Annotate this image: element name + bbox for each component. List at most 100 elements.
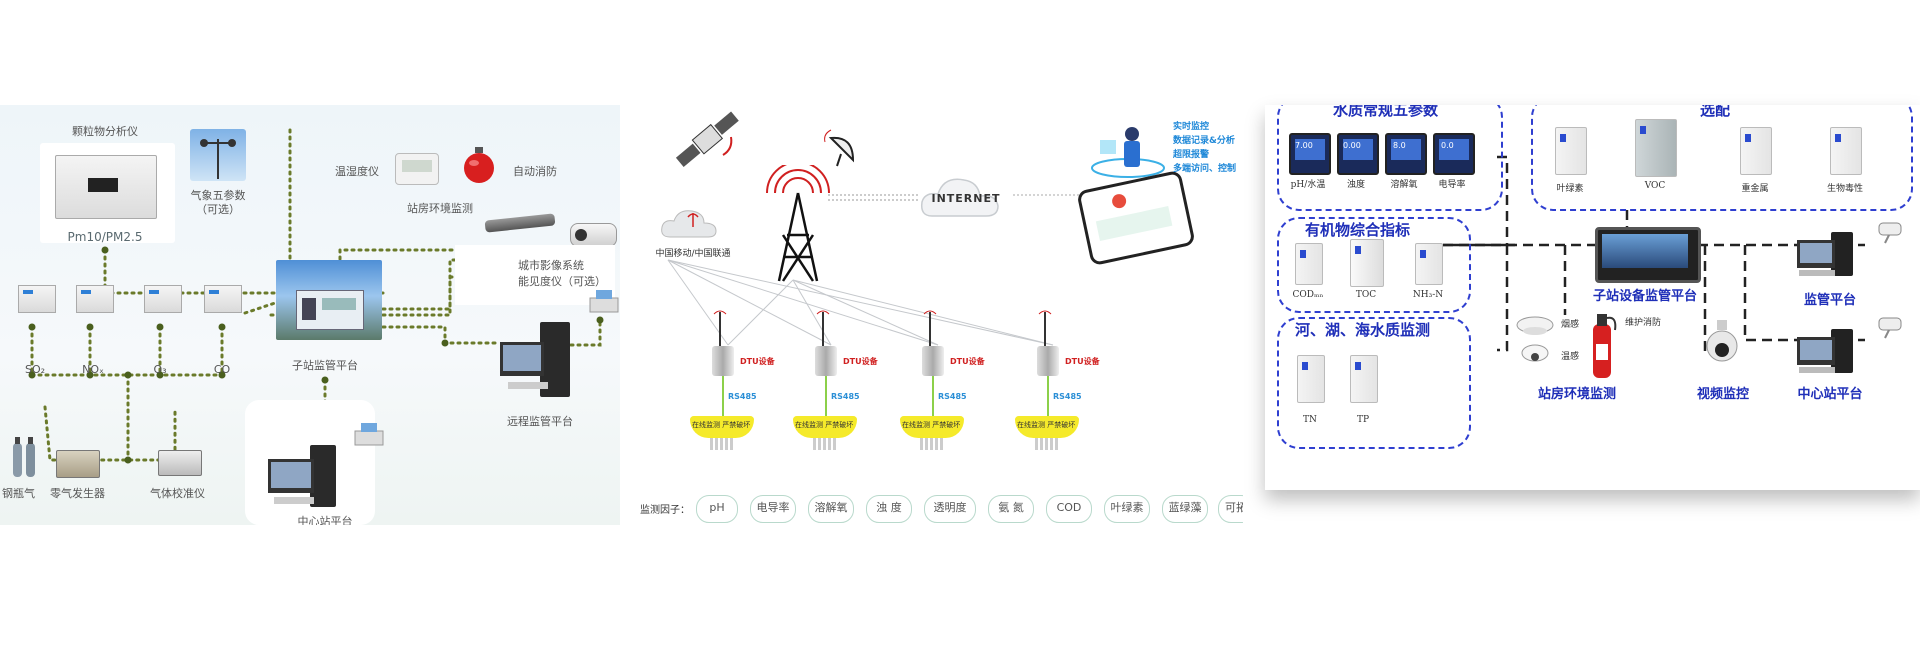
group2-item: VOC [1644,181,1666,191]
tn-analyzer-icon [1297,355,1325,403]
network-wires [667,194,1088,346]
factor-pill: 蓝绿藻 [1162,495,1208,523]
center-printer-icon [353,423,385,449]
weather-label: 气象五参数 [190,189,246,202]
dtu-device-icon [1037,346,1059,376]
visibility-label: 能见度仪（可选） [518,275,606,288]
ph-reading: 7.00 [1295,141,1313,150]
ph-meter-icon [1289,133,1331,175]
internet-cloud-icon [918,172,1013,220]
gas-label-co: CO [213,363,231,376]
dtu-unit-2: DTU设备 RS485 在线监测 严禁破坏 [793,308,878,478]
nh3n-analyzer-icon [1415,243,1443,285]
dtu-unit-4: DTU设备 RS485 在线监测 严禁破坏 [1015,308,1100,478]
conductivity-meter-icon [1433,133,1475,175]
dtu-device-icon [815,346,837,376]
group3-item: TOC [1355,290,1377,300]
co-analyzer-icon [204,285,242,313]
factor-pill: COD [1046,495,1092,523]
water-sensor-icon: 在线监测 严禁破坏 [1015,416,1079,438]
rs485-label: RS485 [938,392,967,401]
station-env-label: 站房环境监测 [407,202,473,215]
temp-humidity-label: 温湿度仪 [335,165,379,178]
chlorophyll-analyzer-icon [1555,127,1587,175]
dtu-label: DTU设备 [740,357,775,366]
temp-label: 温感 [1560,352,1580,362]
turbidity-reading: 0.00 [1343,141,1361,150]
rs485-label: RS485 [831,392,860,401]
supervision-camera-icon [1875,215,1905,245]
so2-analyzer-icon [18,285,56,313]
air-monitoring-diagram: 颗粒物分析仪 Pm10/PM2.5 气象五参数 （可选） 温湿度仪 自动消防 站… [0,105,620,525]
center-pc-icon [1795,327,1865,377]
feature-item: 实时监控 [1173,122,1210,132]
factor-pill: pH [696,495,738,523]
dtu-label: DTU设备 [843,357,878,366]
video-label: 视频监控 [1696,387,1750,402]
cylinder-label: 钢瓶气 [2,487,35,500]
remote-pc-icon [500,320,575,405]
station-connection-lines [1443,155,1865,355]
group1-item: pH/水温 [1290,180,1326,190]
zero-gas-generator-icon [56,450,100,478]
center-camera-icon [1875,310,1905,340]
city-video-label: 城市影像系统 [518,259,584,272]
group4-title: 河、湖、海水质监测 [1295,321,1431,339]
temp-detector-icon [1520,343,1550,365]
gas-label-nox: NOₓ [82,363,104,376]
dtu-unit-3: DTU设备 RS485 在线监测 严禁破坏 [900,308,985,478]
carrier-label: 中国移动/中国联通 [655,249,731,259]
voc-analyzer-icon [1635,119,1677,177]
group1-item: 溶解氧 [1390,180,1418,190]
dtu-label: DTU设备 [1065,357,1100,366]
group2-item: 生物毒性 [1826,184,1864,194]
water-sensor-icon: 在线监测 严禁破坏 [900,416,964,438]
factor-pill: 电导率 [750,495,796,523]
group4-item: TN [1303,415,1317,425]
extinguisher-label: 维护消防 [1624,318,1662,328]
sub-platform-label: 子站设备监管平台 [1592,289,1698,304]
group3-item: NH₃-N [1412,290,1444,300]
center-platform-label: 中心站平台 [297,515,353,525]
weather-optional-label: （可选） [196,203,240,216]
sub-station-label: 子站监管平台 [292,359,358,372]
water-iot-diagram: 中国移动/中国联通 INTERNET 实时监控 数据记录&分析 超限报警 多端访… [628,100,1243,540]
fire-extinguisher-ball-icon [460,147,498,185]
particle-analyzer-device [55,155,157,219]
remote-platform-label: 远程监管平台 [507,415,573,428]
group1-title: 水质常规五参数 [1333,105,1439,119]
factor-pill: 溶解氧 [808,495,854,523]
smoke-label: 烟感 [1560,320,1580,330]
zero-gas-label: 零气发生器 [50,487,105,500]
dtu-label: DTU设备 [950,357,985,366]
dtu-unit-1: DTU设备 RS485 在线监测 严禁破坏 [690,308,775,478]
carrier-cloud-icon [658,205,728,241]
fire-extinguisher-icon [1587,310,1617,380]
feature-item: 数据记录&分析 [1173,136,1235,146]
group-river-lake-sea [1277,317,1471,449]
cctv-camera-icon [570,223,617,247]
dtu-device-icon [922,346,944,376]
calibrator-label: 气体校准仪 [150,487,205,500]
nox-analyzer-icon [76,285,114,313]
features-list: 实时监控 数据记录&分析 超限报警 多端访问、控制 [1173,120,1236,176]
heavy-metal-analyzer-icon [1740,127,1772,175]
group2-item: 重金属 [1741,184,1769,194]
group-organic-indicators [1277,217,1471,313]
feature-item: 多端访问、控制 [1173,164,1237,174]
rs485-label: RS485 [1053,392,1082,401]
supervision-label: 监管平台 [1803,293,1857,308]
operator-person-icon [1088,120,1168,180]
factor-pill: 浊 度 [866,495,912,523]
group-water-five-params [1277,105,1503,211]
do-reading: 8.0 [1393,141,1406,150]
water-sensor-icon: 在线监测 严禁破坏 [793,416,857,438]
thermohygrometer-icon [395,153,439,185]
printer-icon [588,290,620,316]
station-env-label: 站房环境监测 [1537,387,1617,402]
water-sensor-icon: 在线监测 严禁破坏 [690,416,754,438]
factor-pill: 透明度 [924,495,976,523]
sub-station-building-image [276,260,382,340]
gas-cylinder-icon [10,435,40,479]
city-video-backdrop [455,245,615,305]
